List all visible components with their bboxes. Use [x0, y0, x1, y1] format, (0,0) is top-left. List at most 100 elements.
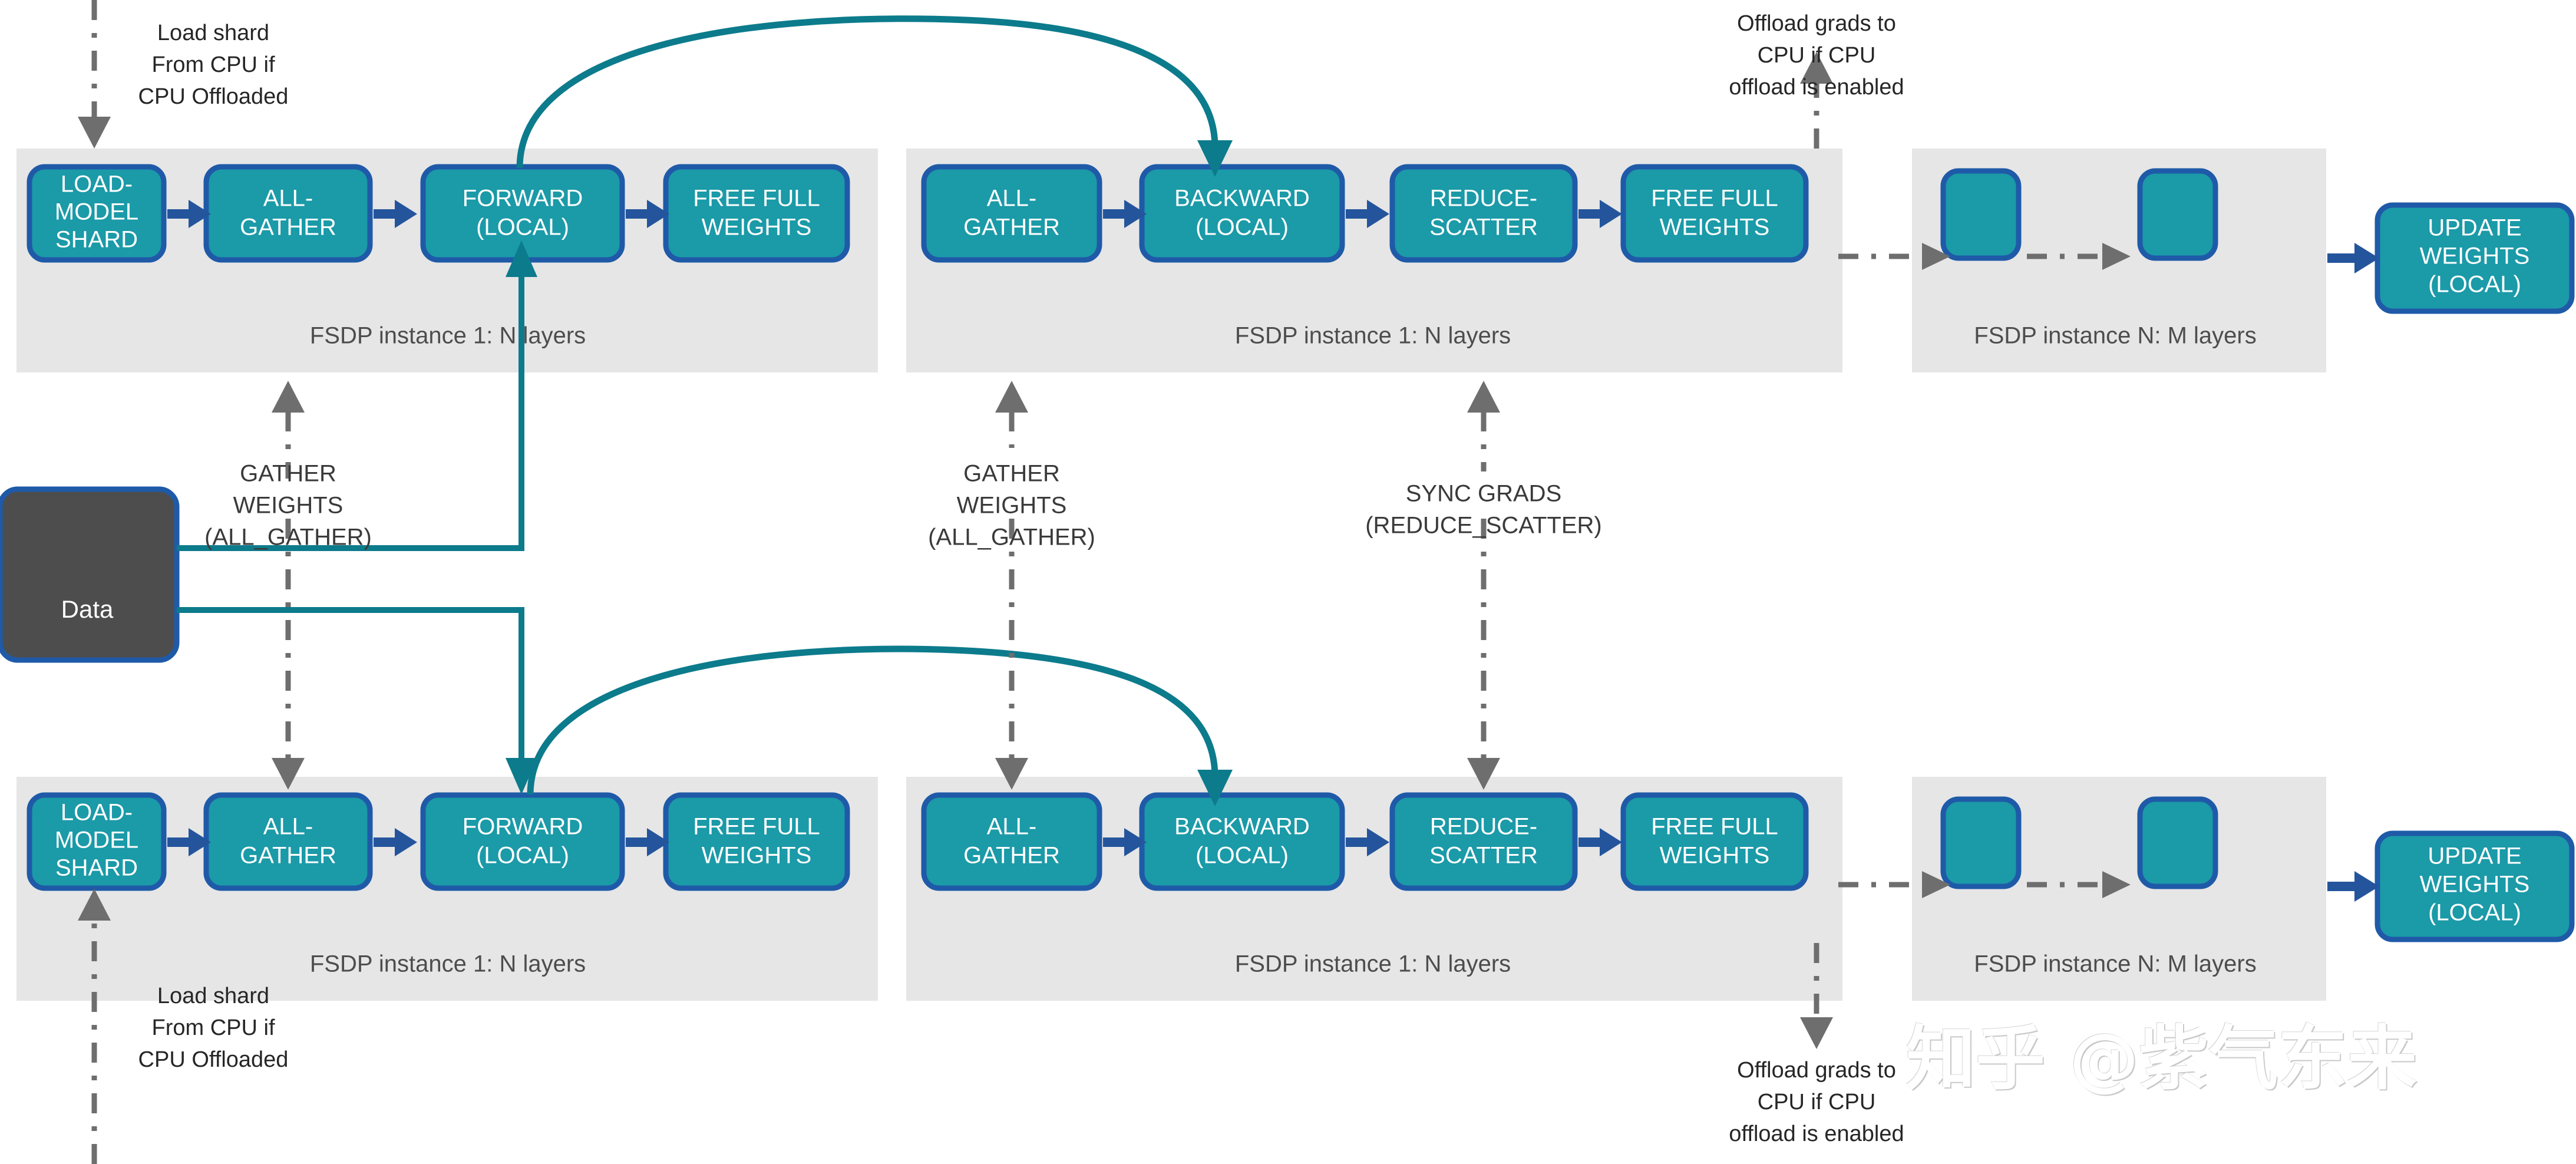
- node-label: FREE FULL: [1651, 814, 1778, 840]
- node-label: (LOCAL): [476, 843, 569, 869]
- node-load-model-shard-top[interactable]: [27, 164, 167, 263]
- node-label: WEIGHTS: [2420, 243, 2530, 269]
- annotation-text: (ALL_GATHER): [928, 525, 1095, 550]
- annotation-connector-offload-grads-bottom: [1800, 943, 1833, 1049]
- annotation-text: CPU Offloaded: [138, 84, 289, 109]
- annotation-text: WEIGHTS: [233, 493, 344, 519]
- gray-dashdot-connector-bottom: [1838, 871, 2131, 898]
- annotation-text: GATHER: [240, 461, 336, 487]
- node-all-gather-bottom[interactable]: [203, 792, 373, 891]
- node-label: FORWARD: [463, 186, 583, 212]
- forward-to-backward-arrowhead-top: [1197, 140, 1233, 177]
- forward-to-backward-arc-top: [516, 15, 1218, 169]
- data-to-forward-top-arrowhead: [506, 240, 537, 277]
- annotation-connector-gather-weights-right: [995, 381, 1028, 790]
- node-label: REDUCE-: [1430, 186, 1537, 212]
- node-data-source[interactable]: [0, 486, 180, 663]
- annotation-text: From CPU if: [152, 1015, 275, 1040]
- node-label: GATHER: [240, 215, 336, 240]
- node-label: WEIGHTS: [2420, 872, 2530, 898]
- node-label: ALL-: [987, 186, 1037, 212]
- node-label: UPDATE: [2428, 215, 2521, 241]
- node-label: ALL-: [263, 814, 313, 840]
- node-backward-local-top[interactable]: [1139, 164, 1345, 263]
- node-free-full-weights-top[interactable]: [663, 164, 850, 263]
- node-label: MODEL: [55, 199, 138, 225]
- node-placeholder-bottom-b[interactable]: [2137, 796, 2218, 889]
- panel-caption-bottom-2: FSDP instance 1: N layers: [1235, 951, 1511, 977]
- annotation-text: offload is enabled: [1729, 1122, 1904, 1146]
- flow-arrow-icon: [167, 200, 2379, 273]
- node-forward-local-bottom[interactable]: [420, 792, 625, 891]
- panel-caption-bottom-1: FSDP instance 1: N layers: [310, 951, 586, 977]
- node-all-gather-top-2[interactable]: [921, 164, 1102, 263]
- annotation-text: SYNC GRADS: [1406, 481, 1562, 507]
- forward-to-backward-arc-bottom: [527, 645, 1218, 795]
- annotation-text: (REDUCE_SCATTER): [1365, 513, 1602, 539]
- annotation-connector-load-shard-top: [78, 0, 111, 149]
- node-label: UPDATE: [2428, 843, 2521, 869]
- annotation-connector-gather-weights-left: [272, 381, 305, 790]
- annotation-text: GATHER: [963, 461, 1060, 487]
- node-reduce-scatter-top[interactable]: [1389, 164, 1578, 263]
- node-label: WEIGHTS: [702, 843, 812, 869]
- node-label: BACKWARD: [1174, 186, 1310, 212]
- node-label: WEIGHTS: [702, 215, 812, 240]
- node-label: (LOCAL): [476, 215, 569, 240]
- annotation-text: CPU if CPU: [1758, 43, 1876, 68]
- node-label: ALL-: [987, 814, 1037, 840]
- node-free-full-weights-bottom[interactable]: [663, 792, 850, 891]
- node-label: FREE FULL: [693, 186, 820, 212]
- node-all-gather-bottom-2[interactable]: [921, 792, 1102, 891]
- annotation-text: WEIGHTS: [957, 493, 1067, 519]
- annotation-connector-offload-grads-top: [1800, 52, 1833, 149]
- node-all-gather-top[interactable]: [203, 164, 373, 263]
- node-label: WEIGHTS: [1660, 215, 1770, 240]
- data-source-label: Data: [61, 595, 114, 623]
- node-label: MODEL: [55, 827, 138, 853]
- node-label: (LOCAL): [2428, 272, 2521, 298]
- node-free-full-weights-bottom-2[interactable]: [1620, 792, 1809, 891]
- annotation-text: CPU if CPU: [1758, 1090, 1876, 1114]
- panel-caption-top-3: FSDP instance N: M layers: [1974, 323, 2256, 349]
- node-label: SCATTER: [1429, 215, 1538, 240]
- node-label: FREE FULL: [1651, 186, 1778, 212]
- gray-dashdot-connector-top: [1838, 243, 2131, 270]
- node-placeholder-top-a[interactable]: [1940, 168, 2022, 261]
- node-label: SHARD: [55, 855, 138, 881]
- node-label: REDUCE-: [1430, 814, 1537, 840]
- node-label: GATHER: [240, 843, 336, 869]
- annotation-connector-load-shard-bottom: [78, 889, 111, 1164]
- node-label: (LOCAL): [1195, 843, 1289, 869]
- panel-caption-top-2: FSDP instance 1: N layers: [1235, 323, 1511, 349]
- node-placeholder-top-b[interactable]: [2137, 168, 2218, 261]
- node-label: WEIGHTS: [1660, 843, 1770, 869]
- data-to-forward-bottom-line: [177, 607, 524, 766]
- node-label: LOAD-: [61, 172, 133, 197]
- annotation-text: (ALL_GATHER): [204, 525, 372, 550]
- node-label: (LOCAL): [1195, 215, 1289, 240]
- annotation-text: CPU Offloaded: [138, 1047, 289, 1072]
- flow-arrow-icon: [167, 828, 2379, 902]
- forward-to-backward-arrowhead-bottom: [1197, 770, 1233, 806]
- node-free-full-weights-top-2[interactable]: [1620, 164, 1809, 263]
- node-reduce-scatter-bottom[interactable]: [1389, 792, 1578, 891]
- node-label: ALL-: [263, 186, 313, 212]
- node-placeholder-bottom-a[interactable]: [1940, 796, 2022, 889]
- annotation-connector-sync-grads: [1467, 381, 1500, 790]
- annotation-text: Load shard: [157, 21, 269, 45]
- node-backward-local-bottom[interactable]: [1139, 792, 1345, 891]
- annotation-text: Offload grads to: [1737, 1058, 1896, 1083]
- data-to-forward-top-line: [177, 255, 524, 551]
- node-load-model-shard-bottom[interactable]: [27, 792, 167, 891]
- node-label: FORWARD: [463, 814, 583, 840]
- node-label: GATHER: [963, 843, 1060, 869]
- node-label: BACKWARD: [1174, 814, 1310, 840]
- panel-caption-bottom-3: FSDP instance N: M layers: [1974, 951, 2256, 977]
- annotation-text: offload is enabled: [1729, 75, 1904, 100]
- node-label: GATHER: [963, 215, 1060, 240]
- node-label: LOAD-: [61, 800, 133, 826]
- node-label: SHARD: [55, 227, 138, 253]
